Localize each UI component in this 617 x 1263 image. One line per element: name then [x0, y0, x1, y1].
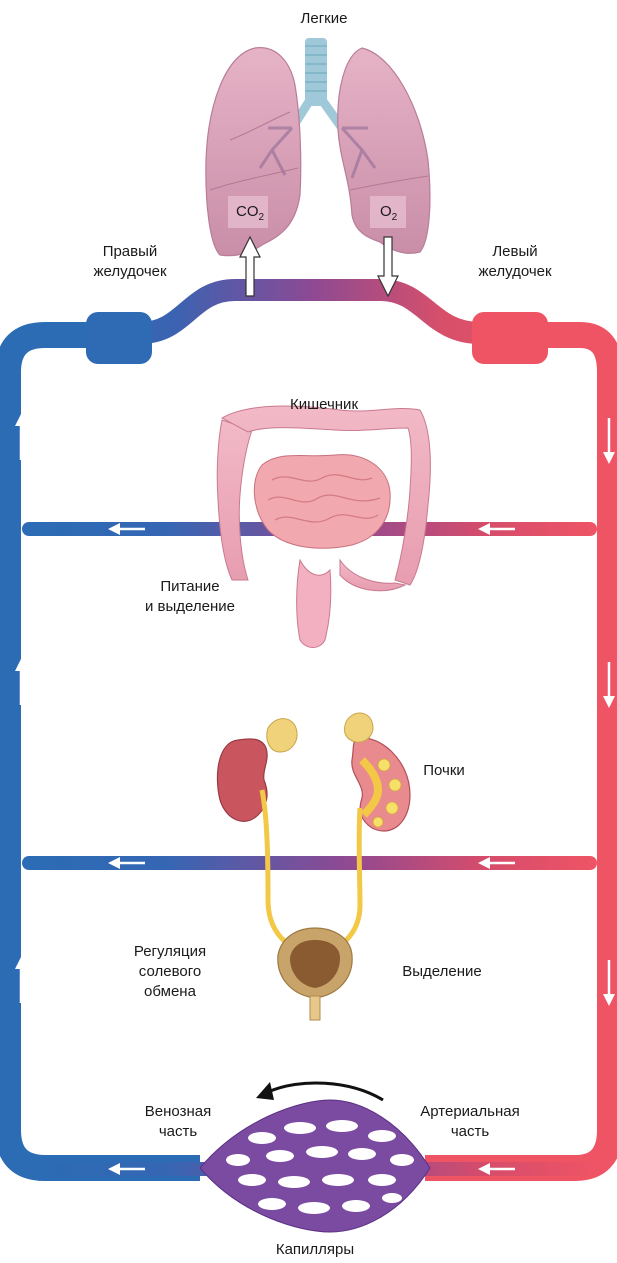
flow-direction-arrow-icon — [256, 1082, 383, 1100]
intestine-label: Кишечник — [274, 395, 374, 415]
capillaries-label: Капилляры — [260, 1240, 370, 1260]
excretion-label: Выделение — [392, 962, 492, 982]
left-ventricle — [472, 312, 548, 364]
pulmonary-vessel — [140, 290, 480, 333]
lungs-label: Легкие — [284, 9, 364, 29]
o2-label: O2 — [380, 203, 397, 227]
kidney-icon — [217, 713, 410, 950]
right-ventricle — [86, 312, 152, 364]
capillary-bed-icon — [200, 1100, 430, 1232]
arterial-trunk — [425, 335, 610, 1168]
co2-label: CO2 — [236, 203, 264, 227]
venous-trunk — [8, 335, 200, 1168]
bladder-icon — [278, 928, 352, 1020]
kidneys-label: Почки — [414, 761, 474, 781]
